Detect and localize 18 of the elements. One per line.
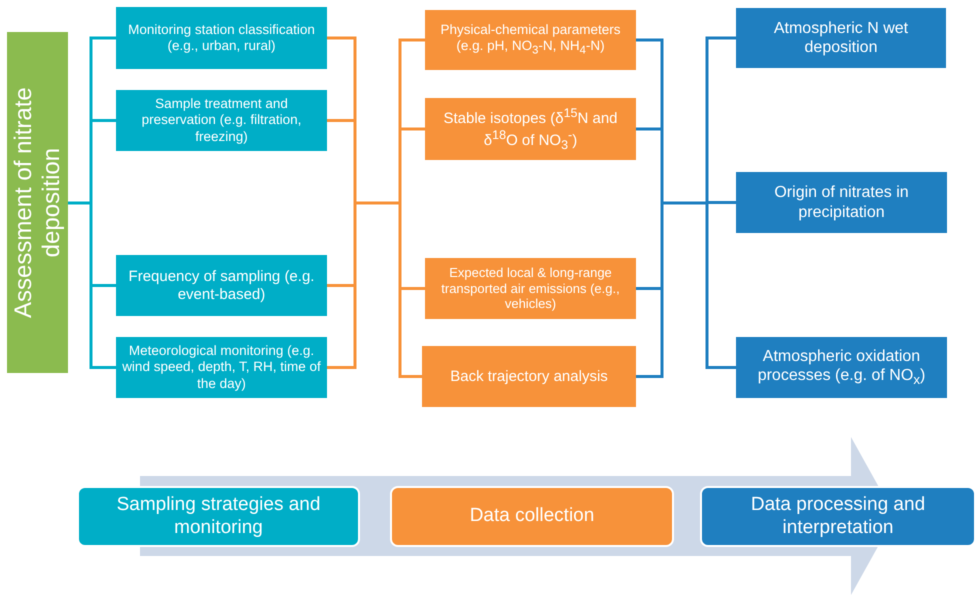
process-box: Atmospheric N wet deposition: [736, 8, 946, 68]
process-box: Stable isotopes (δ$^{15}$N and δ$^{18}$O of NO$_{3}$$^{-}$): [425, 98, 636, 160]
stage-box: Sampling strategies and monitoring: [77, 486, 360, 547]
stage-box: Data processing and interpretation: [700, 486, 976, 547]
process-box: Atmospheric oxidation processes (e.g. of NO$_{x}$): [736, 337, 947, 398]
connector-line: [634, 36, 738, 378]
process-box: Frequency of sampling (e.g. event-based): [116, 255, 327, 316]
process-box: Monitoring station classification (e.g., urban, rural): [116, 7, 327, 69]
process-box: Physical-chemical parameters (e.g. pH, NO$_{3}$-N, NH$_{4}$-N): [425, 10, 636, 70]
connector-line: [326, 36, 426, 378]
process-box: Meteorological monitoring (e.g. wind speed, depth, T, RH, time of the day): [116, 337, 327, 398]
process-box: Origin of nitrates in precipitation: [736, 172, 947, 233]
process-box: Back trajectory analysis: [422, 346, 636, 407]
connector-line: [66, 36, 118, 369]
stage-box: Data collection: [390, 486, 674, 547]
process-box: Sample treatment and preservation (e.g. filtration, freezing): [116, 90, 327, 151]
process-box: Expected local & long-range transported air emissions (e.g., vehicles): [425, 258, 636, 319]
title-bar: Assessment of nitrate deposition: [7, 32, 68, 373]
